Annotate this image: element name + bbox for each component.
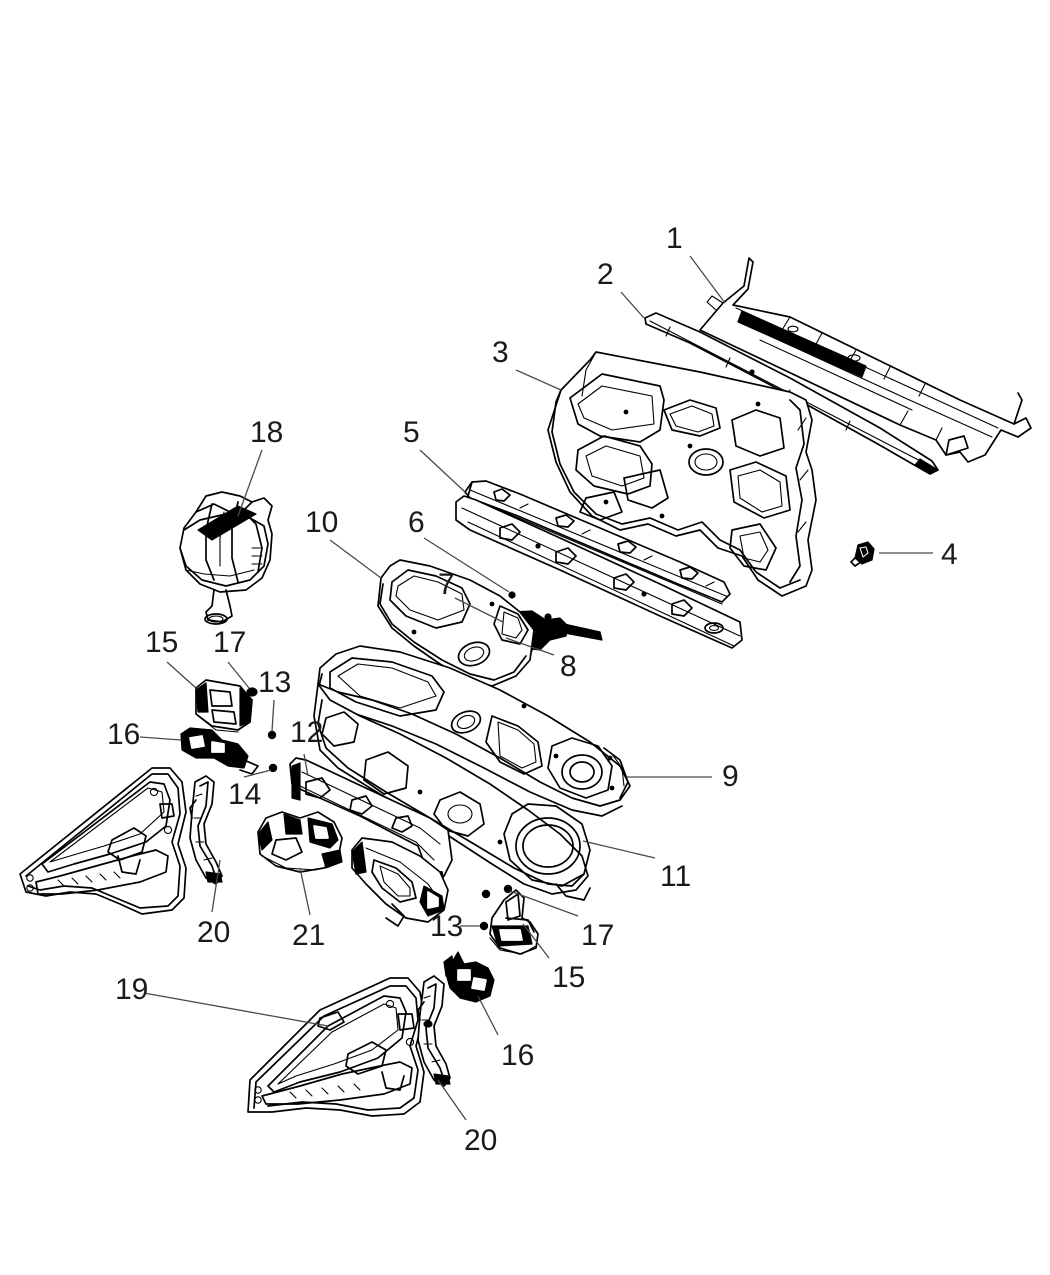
part-15-cowl-side-bracket-left [195,679,253,733]
part-20-a-pillar-lower-reinforcement-right [417,975,451,1087]
part-20-a-pillar-lower-reinforcement-left [189,775,223,885]
callout-label-19[interactable]: 19 [115,973,149,1006]
part-1-cowl-top-grille-panel [699,257,1032,463]
part-6-cowl-lower-crossmember [455,495,743,649]
callout-label-3[interactable]: 3 [492,336,509,369]
part-14-weld-stud-pin-lower-left [268,763,278,773]
callout-label-18[interactable]: 18 [250,416,284,449]
callout-label-5[interactable]: 5 [403,416,420,449]
callout-label-4[interactable]: 4 [941,538,958,571]
part-13-weld-stud-pin-upper-right [479,889,491,931]
part-3-dash-panel-outer-upper [547,351,817,597]
callout-label-12[interactable]: 12 [290,716,324,749]
callout-label-7[interactable]: 7 [438,568,455,601]
callout-label-20[interactable]: 20 [197,916,231,949]
part-19-wheelhouse-inner-fender-left [19,767,187,915]
callout-label-1[interactable]: 1 [666,222,683,255]
callout-label-21[interactable]: 21 [292,919,326,952]
callout-label-16[interactable]: 16 [107,718,141,751]
part-5-cowl-upper-crossmember [464,480,731,605]
part-16-hinge-reinforcement-bracket-right [443,951,495,1003]
callout-label-2[interactable]: 2 [597,258,614,291]
part-10-dash-panel-silencer-pad [377,559,535,687]
callout-label-16-right[interactable]: 16 [501,1039,535,1072]
part-4-retainer-clip-grommet [850,541,875,567]
callout-label-11[interactable]: 11 [660,860,692,893]
part-21-cowl-side-closeout-panel-mirror [351,837,449,927]
part-16-hinge-reinforcement-bracket-left [180,727,259,775]
callout-label-17[interactable]: 17 [213,626,247,659]
callout-label-20-right[interactable]: 20 [464,1124,498,1157]
leader-lines [139,255,933,1121]
part-11-dash-panel-lower-steering-opening [313,683,591,901]
callout-label-6[interactable]: 6 [408,506,425,539]
callout-label-8[interactable]: 8 [560,650,577,683]
callout-label-13-right[interactable]: 13 [430,910,464,943]
callout-label-15-right[interactable]: 15 [552,961,586,994]
callout-label-13[interactable]: 13 [258,666,292,699]
callout-label-17-right[interactable]: 17 [581,919,615,952]
part-15-cowl-side-bracket-right [489,889,539,955]
part-13-weld-stud-pin-upper-left [267,730,277,740]
part-18-windshield-washer-fluid-reservoir [179,491,273,625]
part-21-cowl-side-closeout-panel [257,811,343,873]
part-17-dowel-locating-pin-left [246,687,258,697]
callout-label-10[interactable]: 10 [305,506,339,539]
callout-label-9[interactable]: 9 [722,760,739,793]
part-19-wheelhouse-inner-fender-right [247,977,425,1117]
callout-label-15[interactable]: 15 [145,626,179,659]
callout-label-14[interactable]: 14 [228,778,262,811]
